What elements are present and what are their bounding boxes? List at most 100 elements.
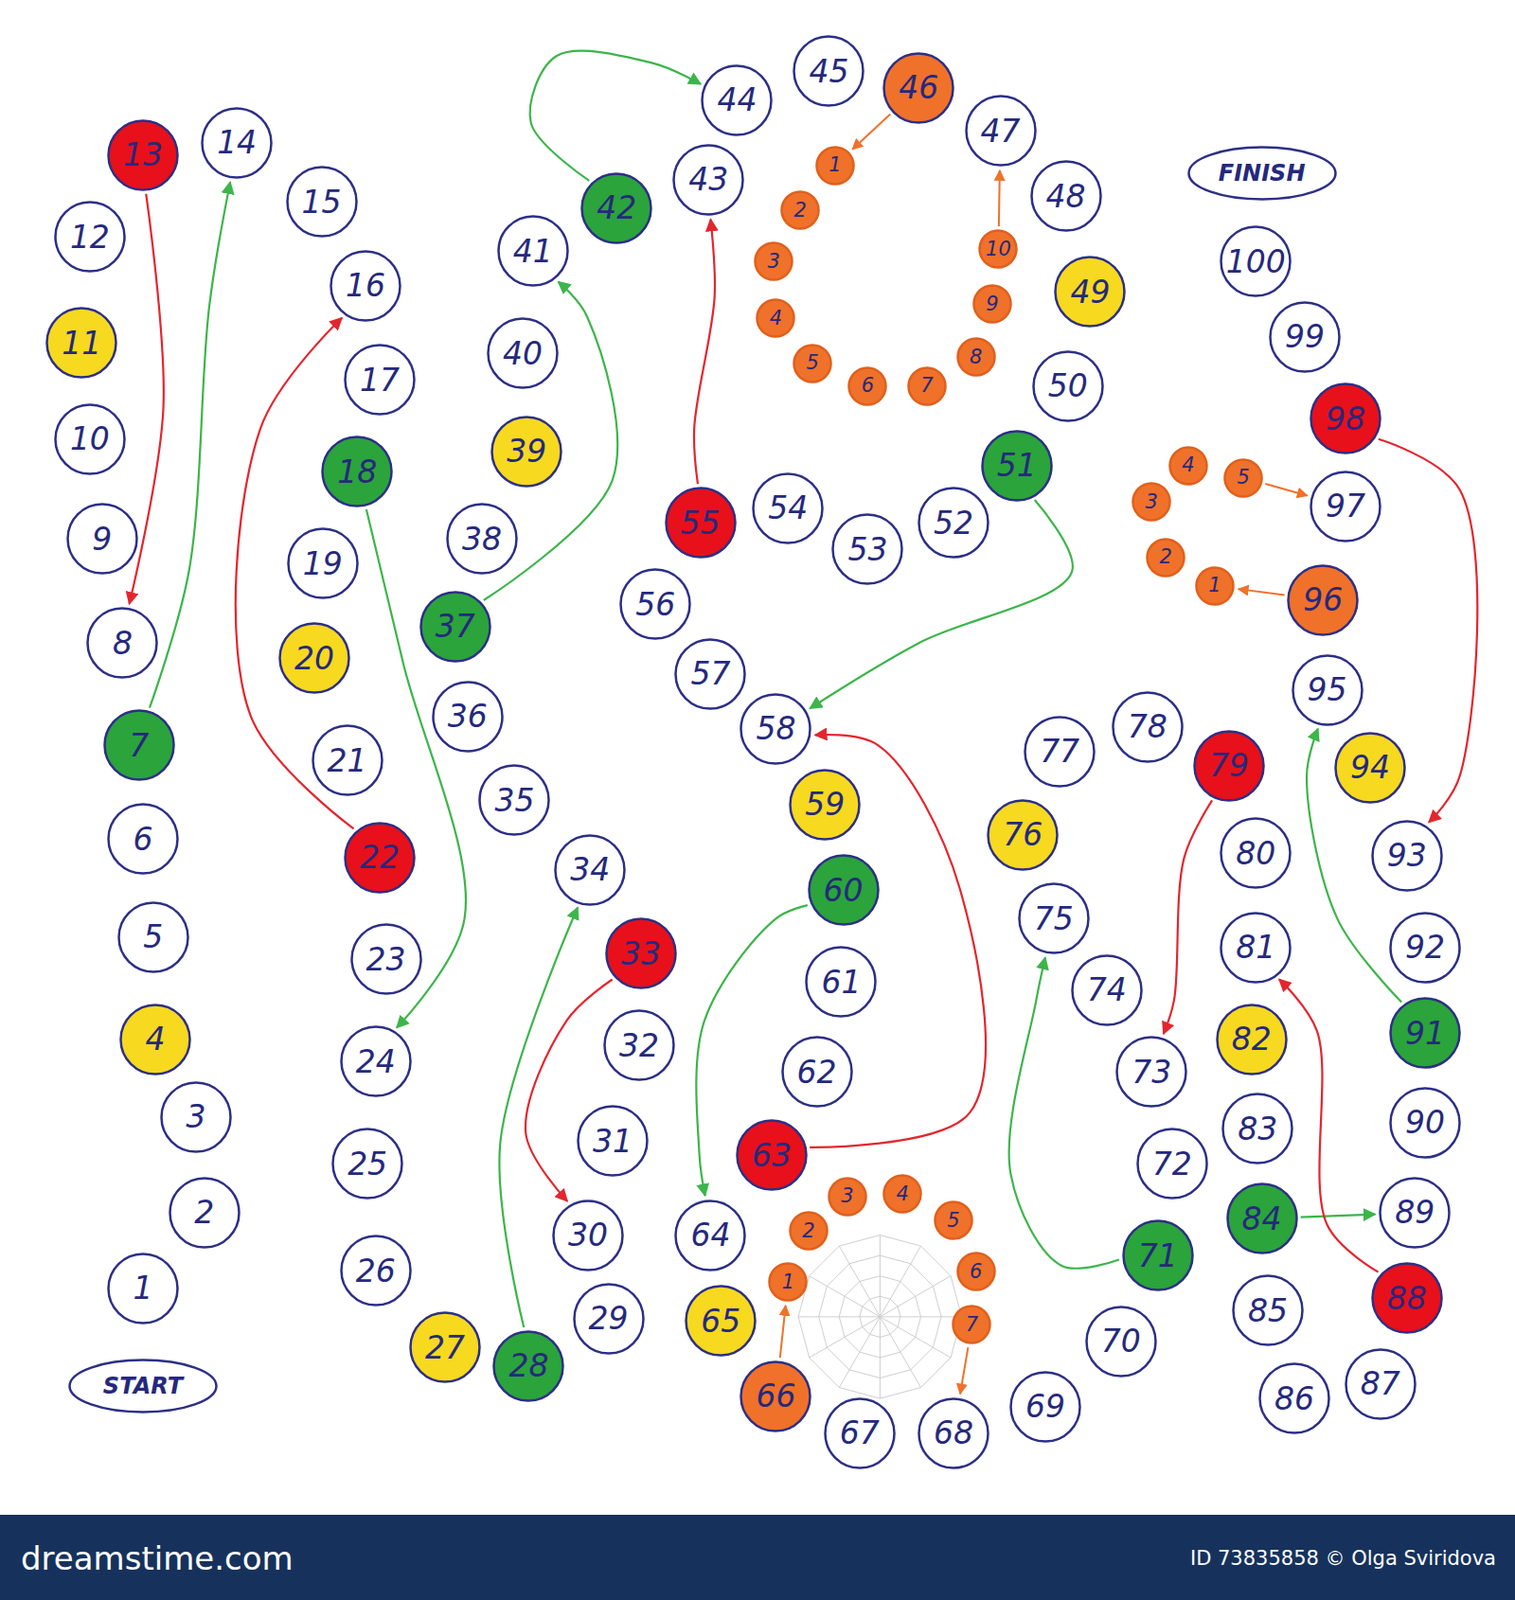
board-square: 50 xyxy=(1031,349,1106,424)
node-shape xyxy=(741,1361,811,1431)
node-shape xyxy=(790,769,860,839)
board-square: 24 xyxy=(338,1024,413,1099)
square-number: 5 xyxy=(806,353,820,374)
board-square: 15 xyxy=(285,164,359,239)
board-square: 64 xyxy=(673,1198,748,1273)
node-shape xyxy=(1335,732,1405,803)
board-square: 61 xyxy=(803,944,878,1019)
square-number: 25 xyxy=(347,1148,388,1180)
node-shape xyxy=(1390,1087,1461,1158)
board-square: 83 xyxy=(1220,1091,1295,1166)
square-number: 6 xyxy=(969,1262,982,1283)
board-square: 30 xyxy=(551,1198,625,1273)
node-shape xyxy=(351,925,421,995)
node-shape xyxy=(333,1129,403,1199)
square-number: 24 xyxy=(356,1046,396,1078)
square-number: 65 xyxy=(700,1305,741,1337)
board-square: 3 xyxy=(159,1080,233,1155)
square-number: 3 xyxy=(1144,492,1158,513)
board-square: 87 xyxy=(1343,1347,1418,1422)
node-shape xyxy=(606,919,677,989)
board-square: 44 xyxy=(699,63,774,138)
board-square: 99 xyxy=(1267,300,1342,375)
node-shape xyxy=(340,1027,410,1097)
node-shape xyxy=(498,216,568,286)
node-shape xyxy=(919,1398,989,1468)
board-square: 6 xyxy=(106,802,180,876)
square-number: 5 xyxy=(1237,467,1250,488)
node-shape xyxy=(988,800,1058,870)
ladder-arrow xyxy=(1301,1214,1376,1218)
node-shape xyxy=(488,319,558,389)
node-shape xyxy=(432,681,502,751)
detour-step: 1 xyxy=(1194,565,1236,607)
board-square: 32 xyxy=(602,1008,677,1083)
node-shape xyxy=(1112,692,1182,762)
node-shape xyxy=(1390,912,1461,982)
node-shape xyxy=(1288,565,1358,635)
board-square: 2 xyxy=(167,1176,242,1250)
board-square: 1 xyxy=(106,1251,180,1326)
node-shape xyxy=(782,1037,852,1107)
ladder-square: 71 xyxy=(1121,1218,1195,1293)
square-number: 7 xyxy=(128,730,149,762)
square-number: 1 xyxy=(1208,575,1221,596)
square-number: 12 xyxy=(70,221,110,253)
ladder-square: 37 xyxy=(418,589,493,664)
square-number: 2 xyxy=(194,1196,214,1229)
square-number: 64 xyxy=(690,1219,731,1251)
board-square: 81 xyxy=(1218,910,1293,985)
board-square: 57 xyxy=(673,637,748,712)
square-number: 77 xyxy=(1039,735,1080,767)
square-number: 4 xyxy=(769,308,783,329)
node-shape xyxy=(322,437,393,507)
board-square: 38 xyxy=(445,501,519,576)
square-number: 23 xyxy=(366,944,407,976)
square-number: 98 xyxy=(1325,403,1366,435)
web-thread xyxy=(798,1235,963,1400)
board-square: 25 xyxy=(330,1126,405,1201)
board-square: 69 xyxy=(1008,1370,1083,1444)
node-shape xyxy=(47,308,117,378)
node-shape xyxy=(67,504,137,574)
node-shape xyxy=(280,623,350,694)
bonus-square: 82 xyxy=(1214,1002,1289,1077)
square-number: 66 xyxy=(755,1380,796,1412)
node-shape xyxy=(674,144,744,214)
node-shape xyxy=(118,902,188,972)
node-shape xyxy=(908,367,945,405)
snake-square: 13 xyxy=(106,118,180,193)
detour-square: 66 xyxy=(738,1359,813,1434)
board-square: 85 xyxy=(1230,1273,1305,1348)
board-square: 68 xyxy=(916,1396,991,1471)
square-number: 10 xyxy=(70,423,110,455)
detour-arrow xyxy=(960,1347,968,1394)
board-square: 34 xyxy=(552,833,627,908)
square-number: 54 xyxy=(767,492,808,524)
square-number: 14 xyxy=(216,126,257,159)
square-number: 32 xyxy=(619,1030,660,1062)
board-square: 23 xyxy=(349,922,424,997)
detour-step: 7 xyxy=(950,1303,993,1346)
board-square: 97 xyxy=(1308,469,1383,544)
square-number: 3 xyxy=(186,1101,207,1133)
square-number: 58 xyxy=(755,712,796,745)
square-number: FINISH xyxy=(1218,161,1306,185)
board-square: 54 xyxy=(750,471,825,546)
detour-step: 3 xyxy=(1130,481,1173,523)
board-square: 89 xyxy=(1377,1176,1452,1250)
node-shape xyxy=(794,344,832,382)
node-shape xyxy=(1221,819,1291,889)
square-number: 45 xyxy=(808,55,849,88)
square-number: 70 xyxy=(1101,1325,1141,1357)
board-square: 14 xyxy=(199,106,274,180)
board-square: 53 xyxy=(830,512,905,587)
square-number: 62 xyxy=(797,1056,838,1088)
square-number: 83 xyxy=(1237,1113,1278,1145)
square-number: 76 xyxy=(1002,819,1043,851)
node-shape xyxy=(1390,998,1461,1069)
board-square: 80 xyxy=(1218,816,1293,891)
board-square: 12 xyxy=(53,199,127,274)
